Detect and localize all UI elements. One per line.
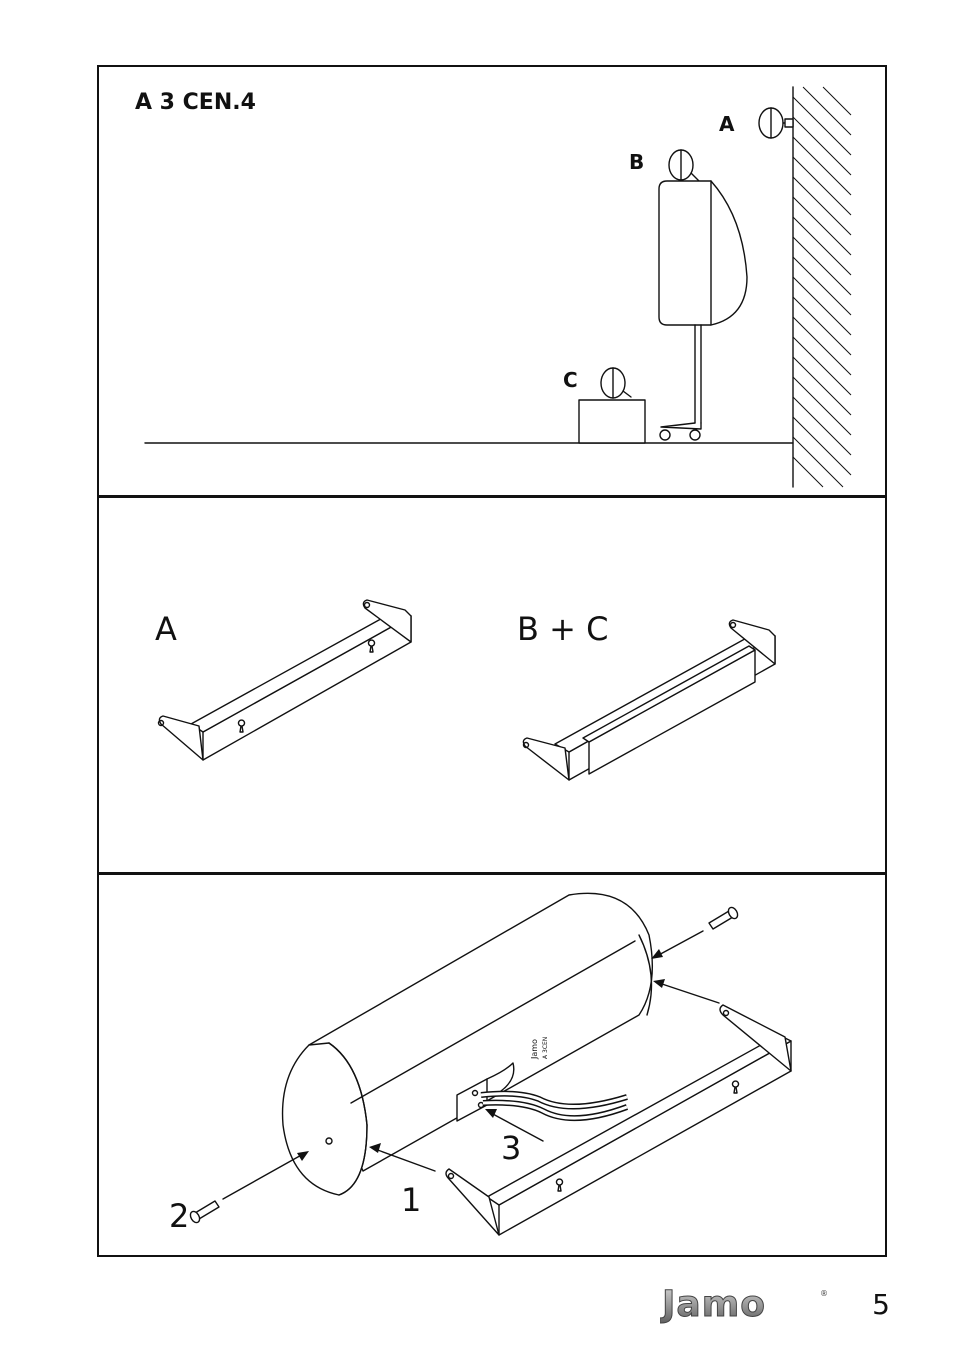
registered-mark: ®: [820, 1289, 828, 1298]
bracket-a: [159, 600, 412, 760]
speaker-model-print: A 3CEN: [542, 1037, 549, 1059]
bracket-label-a: A: [155, 610, 177, 648]
arrow-screw-right: [651, 931, 703, 959]
speaker-cable: [481, 1094, 627, 1118]
speaker-position-b: [659, 150, 747, 440]
assembly-illustration: Jamo A 3CEN: [99, 875, 885, 1255]
arrow-bracket-right: [653, 979, 719, 1003]
speaker-position-c: [579, 368, 645, 443]
assembly-panel: Jamo A 3CEN: [97, 873, 887, 1257]
step-label-3: 3: [501, 1129, 521, 1167]
position-label-c: C: [563, 368, 578, 392]
model-title: A 3 CEN.4: [135, 90, 256, 115]
jamo-logo: Jamo ®: [660, 1284, 830, 1324]
bracket-label-bc: B + C: [517, 610, 608, 648]
logo-wordmark: Jamo: [660, 1284, 766, 1324]
screw-left: [189, 1201, 219, 1224]
speaker-brand-print: Jamo: [530, 1039, 539, 1060]
placement-panel: A 3 CEN.4: [97, 65, 887, 497]
wall-hatching: [793, 87, 851, 487]
position-label-a: A: [719, 112, 735, 136]
position-label-b: B: [629, 150, 644, 174]
step-label-1: 1: [401, 1181, 421, 1219]
placement-illustration: A 3 CEN.4: [99, 67, 885, 495]
brackets-illustration: A B + C: [99, 498, 885, 872]
page-number: 5: [872, 1288, 890, 1321]
arrow-screw-left: [223, 1151, 309, 1199]
screw-right: [709, 906, 739, 929]
speaker-position-a: [759, 108, 793, 138]
step-label-2: 2: [169, 1197, 189, 1235]
brackets-panel: A B + C: [97, 496, 887, 874]
